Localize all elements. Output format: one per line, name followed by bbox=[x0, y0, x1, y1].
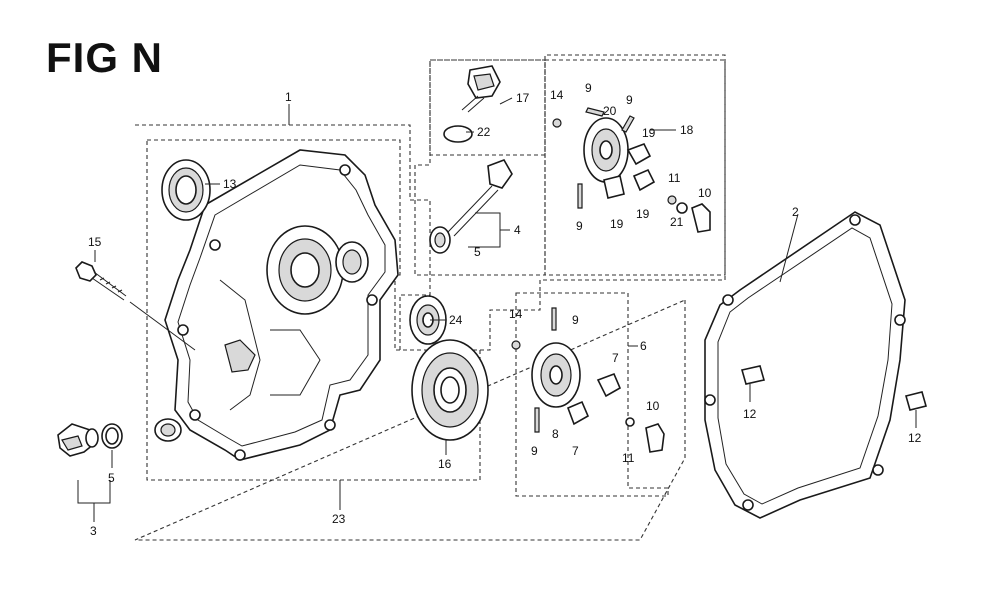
leader-lines bbox=[77, 97, 917, 522]
callout-12-b: 12 bbox=[908, 431, 922, 445]
spindle-assembly-4 bbox=[429, 159, 513, 254]
callout-15: 15 bbox=[88, 235, 102, 249]
callout-9-c: 9 bbox=[576, 219, 583, 233]
callouts: 1 2 3 4 5 5 6 7 7 8 9 9 9 9 9 10 10 11 1… bbox=[88, 81, 922, 538]
callout-18: 18 bbox=[680, 123, 694, 137]
frame-governor-assembly bbox=[515, 292, 669, 497]
radial-ball-bearing-16 bbox=[411, 339, 489, 441]
callout-5-lower: 5 bbox=[108, 471, 115, 485]
callout-17: 17 bbox=[516, 91, 530, 105]
frame-crankcase-cover bbox=[146, 139, 481, 481]
callout-8: 8 bbox=[552, 427, 559, 441]
dowel-pin-12b bbox=[905, 391, 927, 411]
callout-14-lower: 14 bbox=[509, 307, 523, 321]
callout-19-a: 19 bbox=[642, 126, 656, 140]
oil-filler-cap-3 bbox=[57, 423, 123, 457]
dowel-pin-12a bbox=[740, 365, 766, 385]
callout-2: 2 bbox=[792, 205, 799, 219]
callout-14-upper: 14 bbox=[550, 88, 564, 102]
callout-6: 6 bbox=[640, 339, 647, 353]
callout-19-c: 19 bbox=[636, 207, 650, 221]
governor-gear-lower bbox=[511, 307, 665, 453]
callout-9-b: 9 bbox=[626, 93, 633, 107]
callout-16: 16 bbox=[438, 457, 452, 471]
callout-21: 21 bbox=[670, 215, 684, 229]
gasket-2 bbox=[704, 211, 906, 519]
callout-24: 24 bbox=[449, 313, 463, 327]
callout-1: 1 bbox=[285, 90, 292, 104]
frame-crankcase-assembly bbox=[134, 54, 726, 541]
callout-3: 3 bbox=[90, 524, 97, 538]
group-frames bbox=[134, 54, 726, 541]
callout-10-upper: 10 bbox=[698, 186, 712, 200]
callout-22: 22 bbox=[477, 125, 491, 139]
oil-seal-13 bbox=[161, 159, 211, 221]
figure-title: FIG N bbox=[46, 34, 163, 81]
callout-7-upper: 7 bbox=[612, 351, 619, 365]
callout-4: 4 bbox=[514, 223, 521, 237]
callout-23: 23 bbox=[332, 512, 346, 526]
oil-level-gauge-17 bbox=[443, 65, 501, 143]
callout-10-lower: 10 bbox=[646, 399, 660, 413]
callout-11-upper: 11 bbox=[668, 171, 681, 185]
flange-bolt-15 bbox=[75, 261, 127, 301]
callout-9-a: 9 bbox=[585, 81, 592, 95]
callout-9-e: 9 bbox=[531, 444, 538, 458]
callout-9-d: 9 bbox=[572, 313, 579, 327]
callout-19-b: 19 bbox=[610, 217, 624, 231]
crankcase-cover bbox=[154, 149, 399, 461]
callout-7-lower: 7 bbox=[572, 444, 579, 458]
callout-5-upper: 5 bbox=[474, 245, 481, 259]
callout-13: 13 bbox=[223, 177, 237, 191]
governor-gear-upper bbox=[552, 107, 711, 233]
callout-11-lower: 11 bbox=[622, 451, 635, 465]
frame-governor-assembly-upper bbox=[544, 59, 726, 276]
frame-oil-level-gauge bbox=[429, 59, 546, 156]
bearing-24 bbox=[409, 295, 447, 345]
callout-20: 20 bbox=[603, 104, 617, 118]
callout-12-a: 12 bbox=[743, 407, 757, 421]
